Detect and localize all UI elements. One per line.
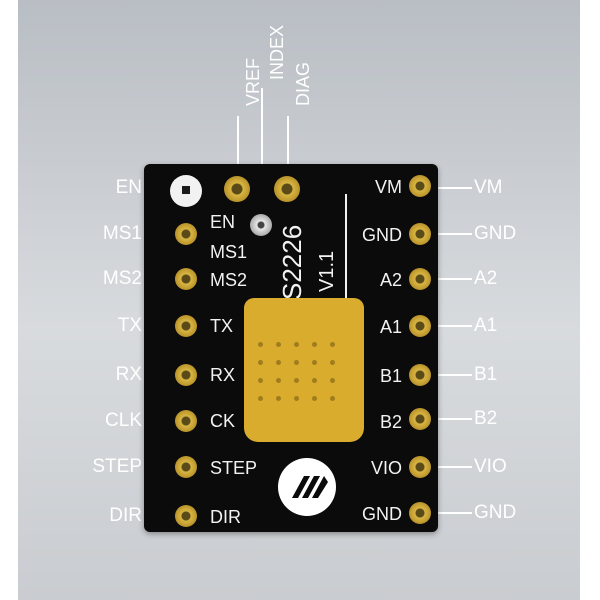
heatsink-hole (330, 396, 335, 401)
silk-right-a1: A1 (379, 317, 402, 337)
left-pin-label-ms2: MS2 (102, 268, 142, 289)
brand-logo-graphic (292, 476, 328, 498)
right-lead-gnd-2 (436, 512, 472, 514)
heatsink-hole (276, 342, 281, 347)
left-pin-label-en: EN (115, 177, 142, 198)
right-lead-vio (436, 466, 472, 468)
pad-vm (409, 175, 431, 197)
heatsink-hole (294, 360, 299, 365)
right-pin-label-b2: B2 (474, 408, 498, 429)
pad-index (250, 214, 272, 236)
left-pin-label-step: STEP (92, 456, 142, 477)
right-lead-gnd-1 (436, 233, 472, 235)
pad-dir (175, 505, 197, 527)
silk-left-ck: CK (210, 411, 236, 431)
heatsink-hole (276, 396, 281, 401)
top-lead-vref (237, 116, 239, 174)
pad-ms1 (175, 223, 197, 245)
left-pin-label-ms1: MS1 (102, 223, 142, 244)
pad-ms2 (175, 268, 197, 290)
top-lead-index (261, 88, 263, 206)
brand-logo-icon (278, 458, 336, 516)
heatsink-hole (258, 360, 263, 365)
pad-tx (175, 315, 197, 337)
right-lead-a1 (436, 325, 472, 327)
pad-rx (175, 364, 197, 386)
heatsink-hole (330, 342, 335, 347)
right-pin-label-b1: B1 (474, 364, 498, 385)
heatsink-hole (330, 360, 335, 365)
heatsink (244, 298, 364, 442)
top-lead-diag (287, 116, 289, 174)
right-pin-label-vio: VIO (474, 456, 507, 477)
silk-right-b1: B1 (379, 366, 402, 386)
heatsink-hole (312, 360, 317, 365)
left-pin-label-dir: DIR (109, 505, 142, 526)
heatsink-hole (258, 378, 263, 383)
silk-right-b2: B2 (379, 412, 402, 432)
pad-a1 (409, 315, 431, 337)
silk-left-rx: RX (210, 365, 236, 385)
right-pin-label-gnd-2: GND (474, 502, 517, 523)
silk-divider-line (345, 194, 347, 298)
heatsink-hole (258, 342, 263, 347)
heatsink-hole (294, 342, 299, 347)
right-pin-label-a1: A1 (474, 315, 498, 336)
silk-left-tx: TX (210, 316, 234, 336)
pad-gnd-2 (409, 502, 431, 524)
heatsink-hole (312, 378, 317, 383)
heatsink-hole (276, 360, 281, 365)
pad-b1 (409, 364, 431, 386)
pad-vio (409, 456, 431, 478)
pad-gnd-1 (409, 223, 431, 245)
heatsink-hole (312, 396, 317, 401)
chip-version: V1.1 (316, 250, 338, 292)
left-pin-label-clk: CLK (105, 410, 142, 431)
silk-right-gnd-1: GND (362, 225, 402, 245)
silk-left-ms1: MS1 (210, 242, 248, 262)
silk-left-step: STEP (210, 458, 258, 478)
heatsink-hole (312, 342, 317, 347)
left-pin-label-rx: RX (115, 364, 142, 385)
silk-left-ms2: MS2 (210, 270, 248, 290)
pad-vref (224, 176, 250, 202)
right-pin-label-a2: A2 (474, 268, 498, 289)
silk-right-vm: VM (375, 177, 402, 197)
right-pin-label-gnd-1: GND (474, 223, 517, 244)
top-pin-label-index: INDEX (267, 24, 287, 80)
right-lead-b1 (436, 374, 472, 376)
pad-en-marker (182, 186, 190, 194)
silk-left-en: EN (210, 212, 236, 232)
right-lead-b2 (436, 418, 472, 420)
pad-diag (274, 176, 300, 202)
heatsink-hole (330, 378, 335, 383)
pad-b2 (409, 408, 431, 430)
heatsink-hole (294, 378, 299, 383)
pad-step (175, 456, 197, 478)
right-lead-a2 (436, 278, 472, 280)
heatsink-hole (276, 378, 281, 383)
silk-right-gnd-2: GND (362, 504, 402, 524)
top-pin-label-diag: DIAG (293, 61, 313, 106)
heatsink-hole (258, 396, 263, 401)
silk-left-dir: DIR (210, 507, 241, 527)
pad-a2 (409, 268, 431, 290)
chip-name: S2226 (277, 224, 307, 300)
silk-right-vio: VIO (370, 458, 402, 478)
right-pin-label-vm: VM (474, 177, 503, 198)
pad-ck (175, 410, 197, 432)
left-pin-label-tx: TX (117, 315, 142, 336)
silk-right-a2: A2 (379, 270, 402, 290)
heatsink-hole (294, 396, 299, 401)
right-lead-vm (436, 187, 472, 189)
